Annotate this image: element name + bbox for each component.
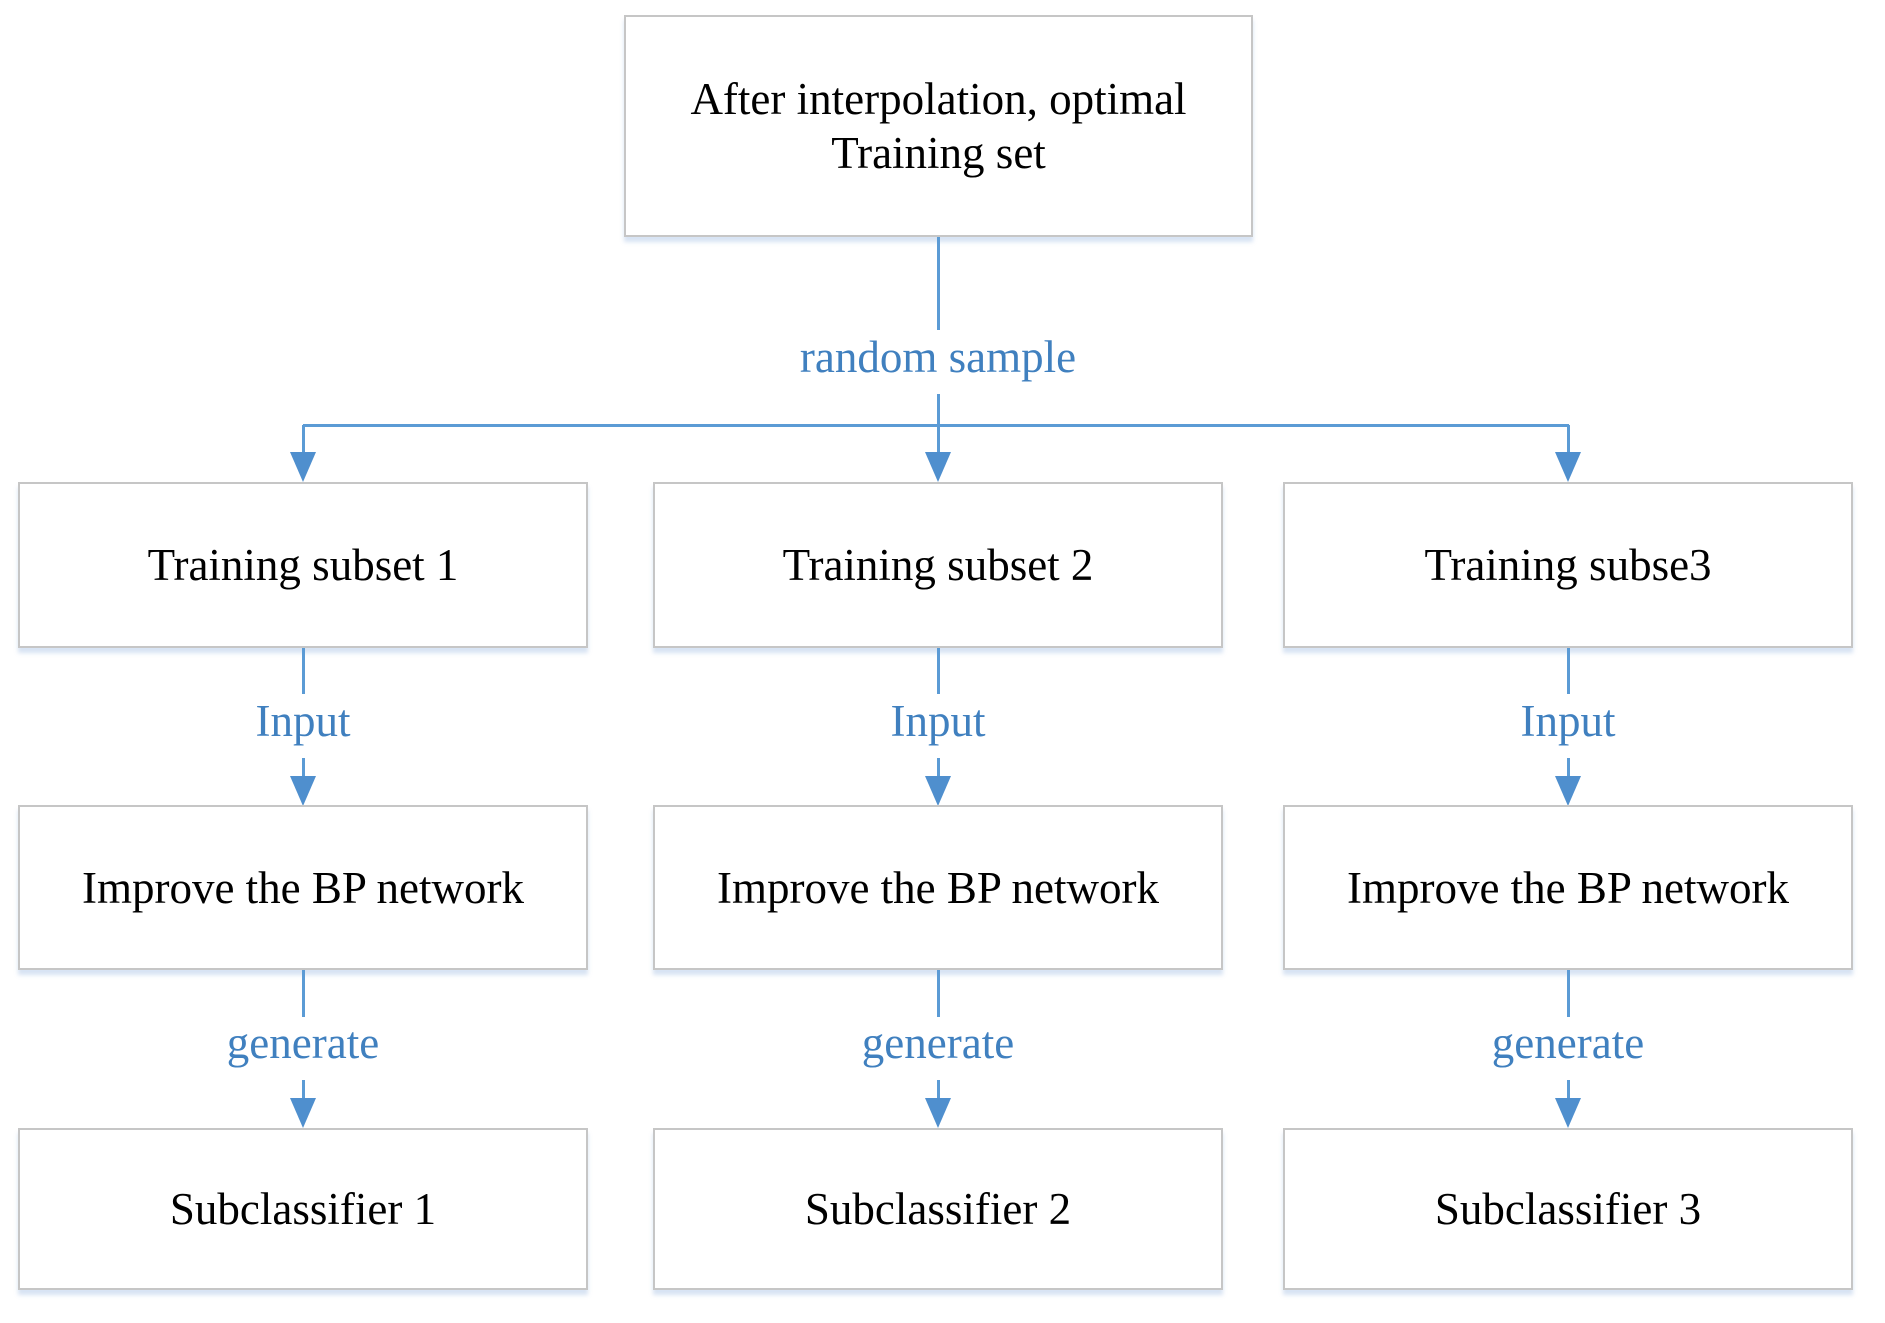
node-training-subset-1-label: Training subset 1 — [147, 540, 459, 590]
edge-label-input-3: Input — [1368, 695, 1768, 747]
edge-network2-classifier2-line-upper — [936, 970, 940, 1018]
node-training-subset-3-label: Training subse3 — [1424, 540, 1712, 590]
node-bp-network-3: Improve the BP network — [1283, 805, 1853, 970]
node-subclassifier-2-label: Subclassifier 2 — [804, 1184, 1072, 1234]
arrowhead-down-icon — [1555, 1098, 1581, 1128]
branch-turndown-right-line — [1566, 425, 1570, 452]
node-subclassifier-2: Subclassifier 2 — [653, 1128, 1223, 1290]
arrowhead-down-icon — [1555, 776, 1581, 806]
edge-root-branch-line-upper — [936, 237, 940, 330]
node-bp-network-1-label: Improve the BP network — [81, 862, 524, 913]
arrowhead-down-icon — [290, 452, 316, 482]
branch-horizontal-line — [303, 424, 1569, 427]
edge-network1-classifier1-line-lower — [301, 1080, 305, 1100]
node-training-set: After interpolation, optimal Training se… — [624, 15, 1253, 237]
node-training-subset-3: Training subse3 — [1283, 482, 1853, 648]
edge-subset2-network2-line-lower — [936, 758, 940, 778]
node-training-subset-1: Training subset 1 — [18, 482, 588, 648]
edge-root-branch-line-lower — [936, 394, 940, 452]
arrowhead-down-icon — [290, 1098, 316, 1128]
node-bp-network-3-label: Improve the BP network — [1346, 862, 1789, 913]
edge-label-generate-2: generate — [738, 1017, 1138, 1069]
edge-network2-classifier2-line-lower — [936, 1080, 940, 1100]
node-training-subset-2-label: Training subset 2 — [782, 540, 1094, 590]
edge-network3-classifier3-line-lower — [1566, 1080, 1570, 1100]
edge-label-generate-1: generate — [103, 1017, 503, 1069]
node-bp-network-2: Improve the BP network — [653, 805, 1223, 970]
arrowhead-down-icon — [925, 452, 951, 482]
edge-subset3-network3-line-upper — [1566, 648, 1570, 694]
node-bp-network-1: Improve the BP network — [18, 805, 588, 970]
arrowhead-down-icon — [925, 776, 951, 806]
node-training-subset-2: Training subset 2 — [653, 482, 1223, 648]
node-subclassifier-3: Subclassifier 3 — [1283, 1128, 1853, 1290]
edge-label-generate-3: generate — [1368, 1017, 1768, 1069]
edge-subset1-network1-line-upper — [301, 648, 305, 694]
branch-turndown-left-line — [301, 425, 305, 452]
edge-label-random-sample: random sample — [738, 331, 1138, 383]
node-bp-network-2-label: Improve the BP network — [716, 862, 1159, 913]
edge-subset1-network1-line-lower — [301, 758, 305, 778]
edge-subset2-network2-line-upper — [936, 648, 940, 694]
node-training-set-line2: Training set — [831, 128, 1046, 178]
edge-network3-classifier3-line-upper — [1566, 970, 1570, 1018]
arrowhead-down-icon — [925, 1098, 951, 1128]
edge-subset3-network3-line-lower — [1566, 758, 1570, 778]
node-training-set-line1: After interpolation, optimal — [690, 74, 1187, 124]
arrowhead-down-icon — [1555, 452, 1581, 482]
node-subclassifier-1-label: Subclassifier 1 — [169, 1184, 437, 1234]
node-subclassifier-3-label: Subclassifier 3 — [1434, 1184, 1702, 1234]
edge-label-input-1: Input — [103, 695, 503, 747]
node-subclassifier-1: Subclassifier 1 — [18, 1128, 588, 1290]
edge-network1-classifier1-line-upper — [301, 970, 305, 1018]
arrowhead-down-icon — [290, 776, 316, 806]
edge-label-input-2: Input — [738, 695, 1138, 747]
